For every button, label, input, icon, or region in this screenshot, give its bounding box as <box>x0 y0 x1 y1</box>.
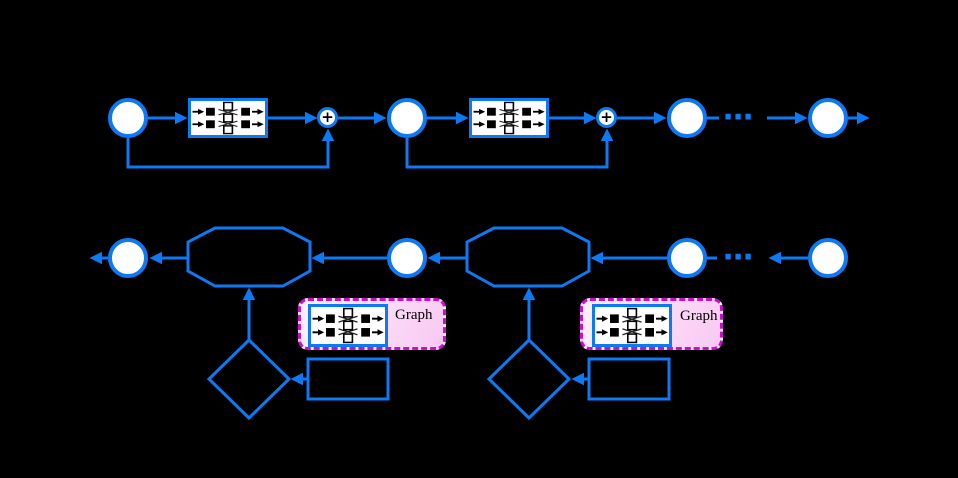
octagon-block-1 <box>186 226 312 288</box>
gnn-callout-icon-1 <box>308 304 388 347</box>
plus-label: + <box>321 108 334 126</box>
gnn-callout-label-2: Graph <box>680 308 718 324</box>
diamond-node-1 <box>206 337 292 421</box>
octagon-block-2 <box>465 226 591 288</box>
skip-connection-2 <box>405 128 614 169</box>
skip-connection-1 <box>126 128 335 169</box>
bottom-state-node-3 <box>667 238 707 278</box>
gnn-block-icon <box>596 307 668 344</box>
gnn-block-icon <box>473 101 545 135</box>
gnn-callout-label-1: Graph <box>395 307 433 323</box>
plus-label: + <box>600 108 613 126</box>
gnn-callout-icon-2 <box>592 304 672 347</box>
bottom-state-node-2 <box>387 238 427 278</box>
input-box-1 <box>306 357 390 401</box>
ellipsis-top: ⋯ <box>723 100 753 135</box>
top-state-node-3 <box>667 98 707 138</box>
top-state-node-2 <box>387 98 427 138</box>
gnn-block-2 <box>469 98 549 138</box>
gnn-block-icon <box>192 101 264 135</box>
diamond-node-2 <box>486 337 572 421</box>
input-box-2 <box>587 357 671 401</box>
gnn-block-icon <box>312 307 384 344</box>
gnn-block-1 <box>188 98 268 138</box>
ellipsis-bottom: ⋯ <box>723 240 753 275</box>
adder-node-1: + <box>317 107 338 128</box>
adder-node-2: + <box>596 107 617 128</box>
top-state-node-4 <box>808 98 848 138</box>
top-state-node-1 <box>108 98 148 138</box>
bottom-state-node-4 <box>808 238 848 278</box>
bottom-state-node-1 <box>108 238 148 278</box>
